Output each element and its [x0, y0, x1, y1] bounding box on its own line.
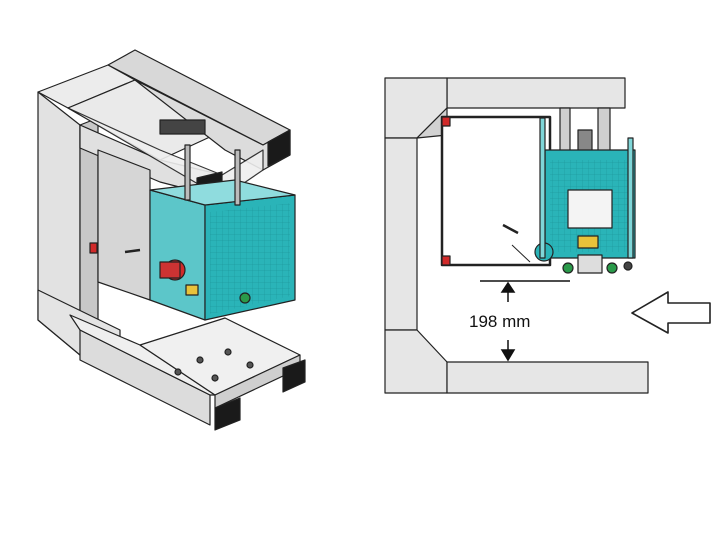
front-guide-rod-left [539, 117, 546, 259]
front-top-beam [446, 77, 626, 109]
front-back-plate [440, 115, 552, 267]
dimension-label: 198 mm [469, 312, 530, 331]
front-wheel-1 [562, 262, 574, 274]
iso-back-plate [97, 149, 151, 301]
iso-hole-5 [174, 368, 182, 376]
front-machine-window [567, 189, 613, 229]
iso-bolt-handle [124, 248, 141, 254]
front-bottom-block [577, 254, 603, 274]
front-cylinder-2 [597, 107, 611, 157]
front-yellow-label [577, 235, 599, 249]
front-red-corner-bottom [441, 255, 451, 266]
front-cable [511, 244, 531, 263]
iso-top-block [159, 119, 206, 135]
iso-guide-rod-1 [234, 149, 241, 206]
front-wheel-2 [606, 262, 618, 274]
front-view-press-frame [384, 77, 649, 394]
dimension-arrow-up-head [500, 281, 516, 293]
iso-hole-1 [196, 356, 204, 364]
front-bottom-beam [446, 361, 649, 394]
iso-hole-4 [211, 374, 219, 382]
isometric-press-frame [37, 49, 306, 431]
iso-roller-shaft [159, 261, 181, 279]
iso-red-marker [89, 242, 98, 254]
iso-yellow-label [185, 284, 199, 296]
front-left-column [384, 137, 418, 331]
dimension-arrow-down-head [500, 349, 516, 362]
front-guide-rod-right [627, 137, 634, 259]
iso-machine-front-grid [210, 203, 290, 314]
front-wheel-3 [623, 261, 633, 271]
dimension-indicator [480, 280, 570, 362]
iso-machine-side [149, 189, 206, 321]
iso-hole-3 [246, 361, 254, 369]
iso-beam-end-cap-back [267, 129, 291, 167]
iso-green-knob [239, 292, 251, 304]
iso-foot-back [282, 359, 306, 393]
front-red-corner-top [441, 116, 451, 127]
iso-foot-front [214, 397, 241, 431]
insertion-arrow [631, 291, 711, 334]
iso-hole-2 [224, 348, 232, 356]
iso-guide-rod-2 [184, 144, 191, 201]
front-bottom-corner [384, 329, 448, 394]
front-bolt [502, 223, 519, 235]
front-cylinder-1 [559, 107, 571, 157]
